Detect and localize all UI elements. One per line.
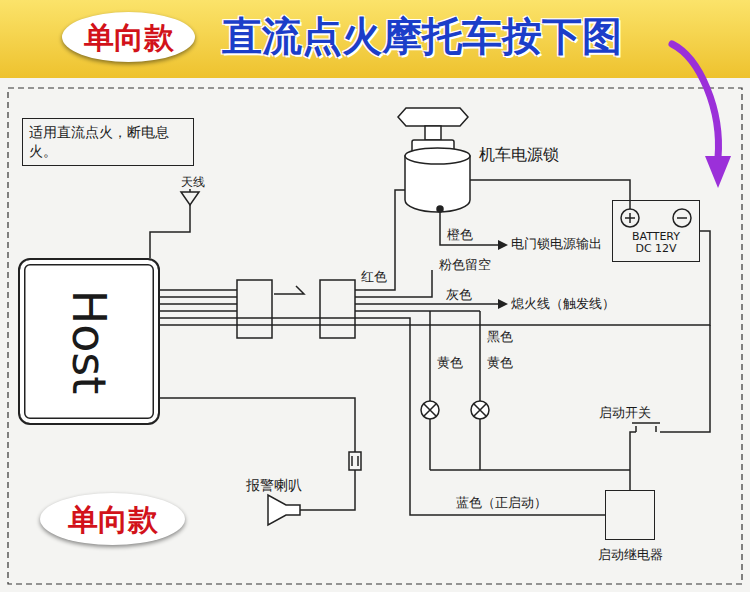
- wire-label: 天线: [180, 176, 206, 189]
- wire-label: 启动开关: [598, 406, 652, 420]
- wire-label: 红色: [360, 270, 388, 284]
- battery-box: BATTERY DC 12V: [612, 200, 700, 262]
- host-harness: [160, 290, 237, 311]
- wire-label: 黄色: [486, 356, 514, 370]
- horn-wire: [160, 398, 355, 452]
- note-box: 适用直流点火，断电息火。: [22, 118, 194, 166]
- wire-connector: [160, 318, 605, 515]
- wire-label: 电门锁电源输出: [510, 237, 603, 251]
- lamp-wires: [430, 311, 630, 470]
- node-text: 单向款: [68, 503, 158, 536]
- host-label: Host: [62, 289, 116, 394]
- header-band: [0, 0, 750, 78]
- wire-label: 黑色: [486, 330, 514, 344]
- gray-wire: [355, 303, 500, 305]
- horn-wire: [300, 470, 355, 510]
- wires: [150, 180, 710, 510]
- wire-label: 熄火线（触发线）: [510, 297, 616, 311]
- arrowheads: [498, 240, 508, 309]
- antenna-wire: [150, 205, 190, 258]
- orange-wire: [440, 212, 500, 245]
- wire-label: 灰色: [445, 288, 473, 302]
- node-text: BATTERY DC 12V: [625, 231, 687, 256]
- lamps: [421, 401, 489, 419]
- relay-box: 启动继电器: [590, 490, 670, 564]
- title: 直流点火摩托车按下图: [222, 12, 622, 60]
- node-text: 适用直流点火，断电息火。: [29, 123, 187, 161]
- badge-oval: 单向款: [62, 12, 195, 62]
- battery-feed: [470, 180, 630, 209]
- wire-label: 黄色: [436, 356, 464, 370]
- wire-connector: [160, 231, 710, 325]
- pink-wire: [355, 270, 432, 297]
- connectors: [237, 280, 361, 470]
- dashed-frame: [8, 88, 742, 584]
- yellow-wire: [355, 310, 480, 312]
- pointer-arrow: [672, 44, 731, 188]
- host-box: Host: [18, 258, 160, 425]
- badge-oval: 单向款: [40, 493, 185, 545]
- wire-label: 橙色: [446, 228, 474, 242]
- wire-label: 报警喇叭: [245, 478, 303, 493]
- plug-arrow: [274, 286, 304, 294]
- battery-terminals: [621, 209, 691, 227]
- node-text: 启动继电器: [598, 546, 663, 564]
- wire-label: 蓝色（正启动）: [455, 496, 548, 510]
- alarm-horn: [268, 495, 300, 525]
- red-wire: [355, 190, 405, 290]
- relay-shape: [605, 490, 655, 540]
- ignition-lock: [398, 108, 470, 212]
- wire-label: 机车电源锁: [478, 146, 560, 164]
- node-text: 单向款: [84, 21, 174, 54]
- wire-label: 粉色留空: [438, 258, 492, 272]
